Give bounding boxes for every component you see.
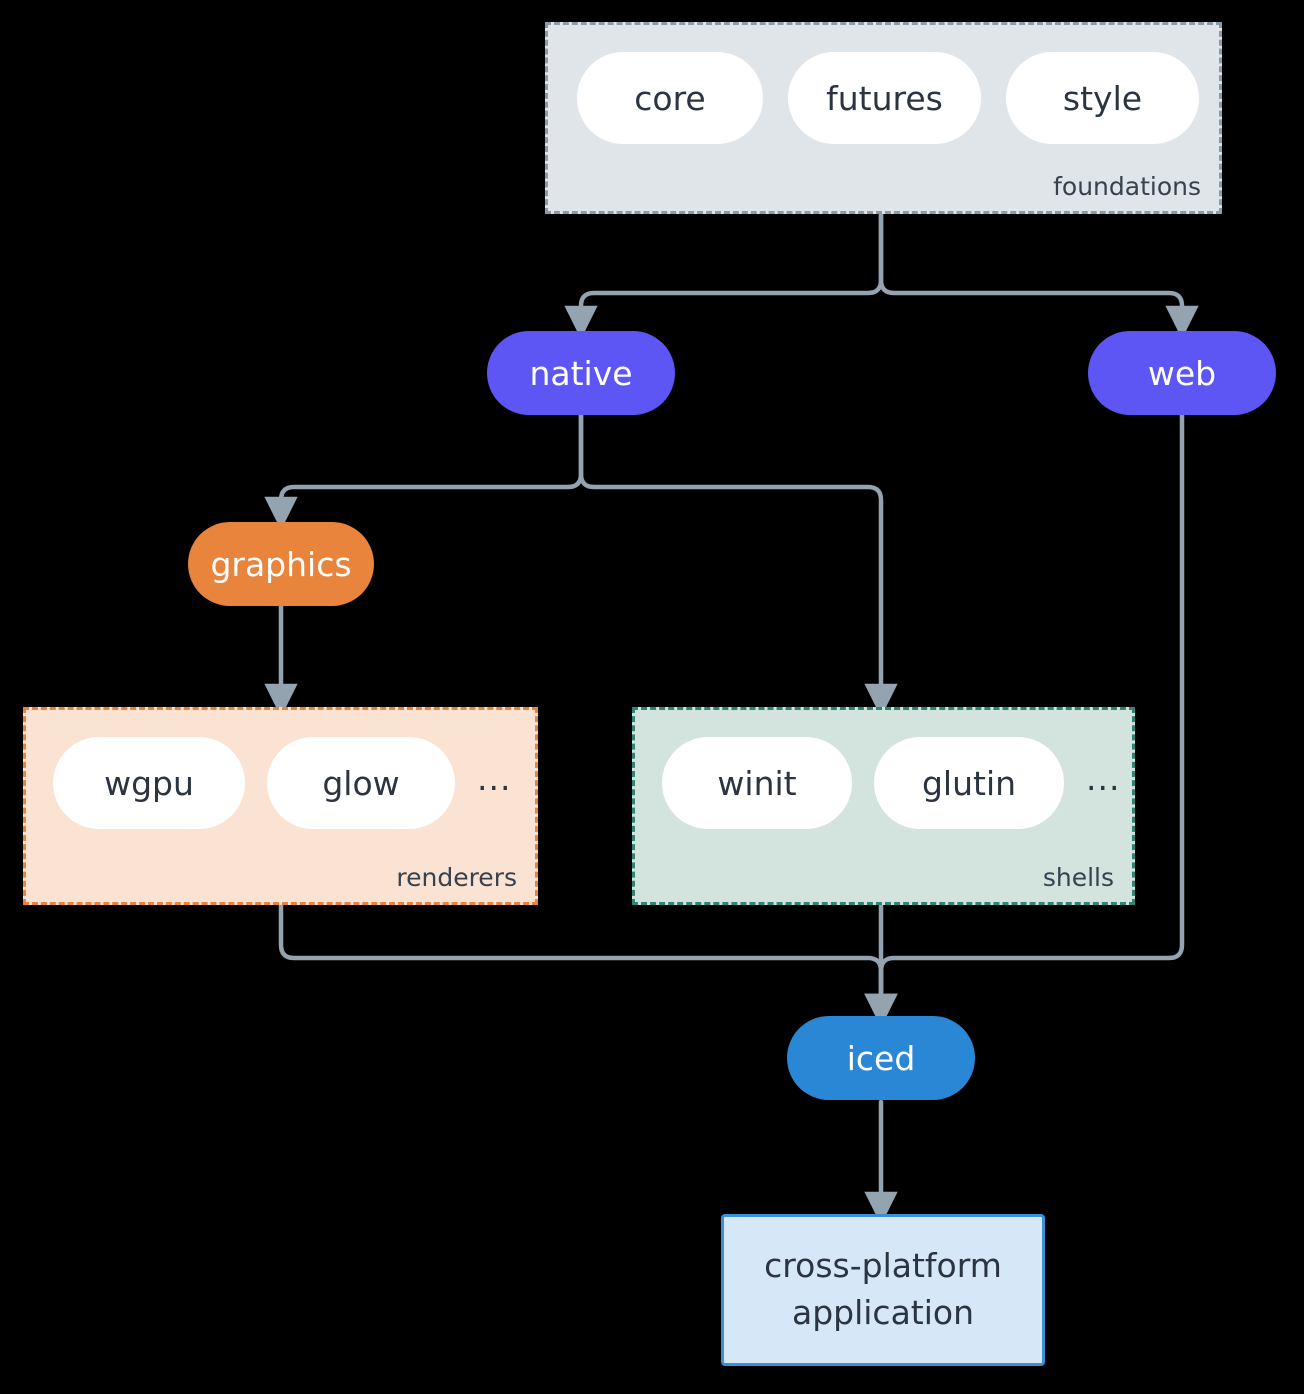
pill-glutin-label: glutin — [921, 763, 1017, 803]
node-native[interactable]: native — [487, 331, 675, 415]
node-graphics-label: graphics — [210, 544, 352, 584]
node-graphics[interactable]: graphics — [188, 522, 374, 606]
node-iced-label: iced — [846, 1038, 916, 1078]
pill-core-label: core — [634, 78, 706, 118]
pill-style-label: style — [1062, 78, 1143, 118]
shells-more-ellipsis: ... — [1086, 758, 1121, 798]
pill-core[interactable]: core — [577, 52, 763, 144]
renderers-more-ellipsis: ... — [477, 758, 512, 798]
renderers-pill-row: wgpu glow ... — [53, 737, 511, 829]
node-web-label: web — [1147, 353, 1217, 393]
foundations-pill-row: core futures style — [577, 52, 1199, 144]
group-renderers: wgpu glow ... renderers — [23, 707, 538, 905]
edge-foundations-to-native — [564, 212, 884, 340]
group-label-renderers: renderers — [396, 863, 517, 892]
group-label-foundations: foundations — [1053, 172, 1201, 201]
pill-wgpu[interactable]: wgpu — [53, 737, 245, 829]
edge-renderers-to-iced — [278, 902, 898, 1028]
edge-native-to-graphics — [264, 411, 584, 531]
node-iced[interactable]: iced — [787, 1016, 975, 1100]
node-web[interactable]: web — [1088, 331, 1276, 415]
pill-glow[interactable]: glow — [267, 737, 455, 829]
pill-wgpu-label: wgpu — [104, 763, 194, 803]
edge-native-to-shells — [578, 411, 898, 718]
group-foundations: core futures style foundations — [545, 22, 1222, 214]
node-application-line1: cross-platform — [764, 1246, 1002, 1286]
node-native-label: native — [529, 353, 633, 393]
pill-winit-label: winit — [717, 763, 797, 803]
group-label-shells: shells — [1042, 863, 1114, 892]
node-application[interactable]: cross-platform application — [721, 1214, 1045, 1366]
pill-glutin[interactable]: glutin — [874, 737, 1064, 829]
shells-pill-row: winit glutin ... — [662, 737, 1120, 829]
pill-futures[interactable]: futures — [788, 52, 981, 144]
edge-foundations-to-web — [878, 212, 1199, 340]
pill-style[interactable]: style — [1006, 52, 1199, 144]
pill-winit[interactable]: winit — [662, 737, 852, 829]
pill-glow-label: glow — [322, 763, 400, 803]
group-shells: winit glutin ... shells — [632, 707, 1135, 905]
pill-futures-label: futures — [826, 78, 943, 118]
node-application-line2: application — [791, 1293, 975, 1332]
